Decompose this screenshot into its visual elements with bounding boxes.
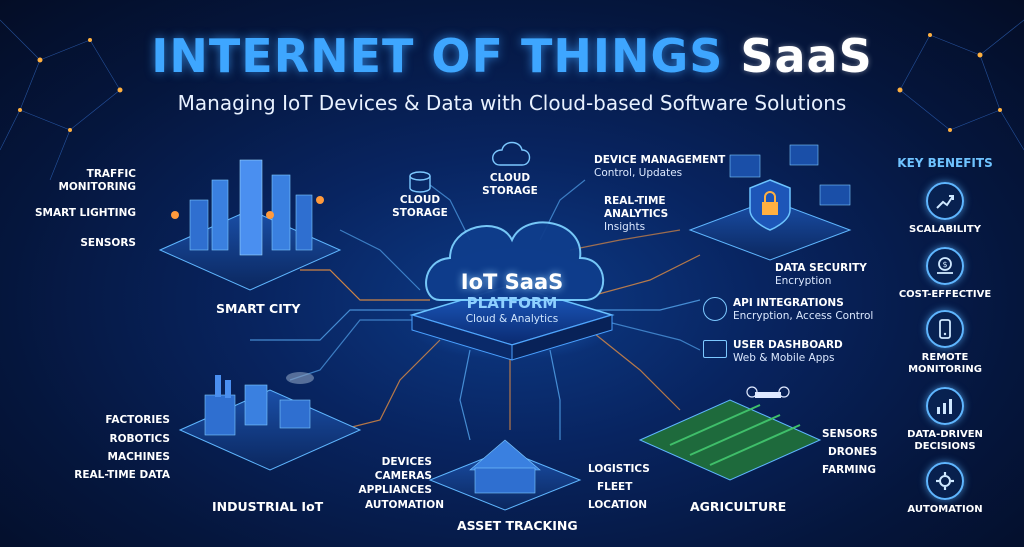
asset-item-fleet: FLEET <box>597 481 633 493</box>
benefit-scalability: SCALABILITY <box>885 182 1005 236</box>
benefit-automation: AUTOMATION <box>885 462 1005 516</box>
label-user-dashboard-sub: Web & Mobile Apps <box>733 352 835 364</box>
page-subtitle: Managing IoT Devices & Data with Cloud-b… <box>177 91 847 115</box>
smart-city-item-traffic: TRAFFIC MONITORING <box>58 168 136 193</box>
network-mesh-right <box>899 19 1024 151</box>
label-api-integrations: API INTEGRATIONS <box>733 297 844 309</box>
benefit-cost-effective: $ COST-EFFECTIVE <box>885 247 1005 301</box>
benefit-label: DATA-DRIVEN DECISIONS <box>907 429 983 452</box>
benefit-data-driven: DATA-DRIVEN DECISIONS <box>885 387 1005 453</box>
benefit-label: AUTOMATION <box>907 504 983 515</box>
circuit-traces <box>250 179 701 441</box>
svg-text:$: $ <box>942 260 947 269</box>
title-main: INTERNET OF THINGS <box>151 29 724 83</box>
key-benefits-title: KEY BENEFITS <box>897 156 993 170</box>
api-gear-icon <box>703 297 727 321</box>
asset-item-automation: AUTOMATION <box>365 499 444 511</box>
label-device-management: DEVICE MANAGEMENT <box>594 154 726 166</box>
label-realtime-analytics-sub: Insights <box>604 221 646 233</box>
agriculture-title: AGRICULTURE <box>690 499 787 514</box>
bar-chart-icon <box>926 387 964 425</box>
industrial-item-factories: FACTORIES <box>105 414 170 426</box>
industrial-item-realtime: REAL-TIME DATA <box>74 469 170 481</box>
smartphone-signal-icon <box>926 310 964 348</box>
network-mesh-left <box>0 19 121 181</box>
agriculture-block <box>638 386 822 481</box>
benefit-label: COST-EFFECTIVE <box>898 289 992 300</box>
agri-item-drones: DRONES <box>828 446 878 458</box>
industrial-item-machines: MACHINES <box>107 451 171 463</box>
growth-chart-icon <box>926 182 964 220</box>
cloud-storage-icons <box>409 141 531 193</box>
label-realtime-analytics: REAL-TIME ANALYTICS <box>604 195 669 220</box>
label-cloud-storage-top: CLOUD STORAGE <box>482 172 538 197</box>
industrial-item-robotics: ROBOTICS <box>109 433 170 445</box>
dashboard-monitor-icon <box>703 340 727 358</box>
platform-label: IoT SaaS PLATFORM Cloud & Analytics <box>432 270 592 326</box>
page-title: INTERNET OF THINGS SaaS <box>0 30 1024 82</box>
label-cloud-storage-left: CLOUD STORAGE <box>392 194 448 219</box>
industrial-block <box>178 372 362 471</box>
agri-item-farming: FARMING <box>822 464 876 476</box>
asset-item-cameras: CAMERAS <box>374 470 432 482</box>
asset-item-appliances: APPLIANCES <box>358 484 432 496</box>
coin-hand-icon: $ <box>926 247 964 285</box>
agri-item-sensors: SENSORS <box>822 428 878 440</box>
platform-line3: Cloud & Analytics <box>465 313 559 325</box>
label-data-security: DATA SECURITY <box>775 262 867 274</box>
asset-item-logistics: LOGISTICS <box>588 463 650 475</box>
label-user-dashboard: USER DASHBOARD <box>733 339 843 351</box>
asset-tracking-title: ASSET TRACKING <box>457 518 578 533</box>
asset-item-devices: DEVICES <box>381 456 432 468</box>
data-security-block <box>688 144 852 261</box>
gear-icon <box>926 462 964 500</box>
title-saas: SaaS <box>740 29 873 83</box>
central-cloud-platform <box>409 221 615 361</box>
label-api-integrations-sub: Encryption, Access Control <box>733 310 874 322</box>
smart-city-block <box>158 159 342 291</box>
label-device-management-sub: Control, Updates <box>594 167 683 179</box>
label-data-security-sub: Encryption <box>775 275 832 287</box>
platform-line2: PLATFORM <box>466 294 558 312</box>
platform-line1: IoT SaaS <box>460 270 564 294</box>
industrial-title: INDUSTRIAL IoT <box>212 499 324 514</box>
network-nodes <box>18 33 1002 132</box>
smart-city-item-sensors: SENSORS <box>80 237 136 249</box>
benefit-label: SCALABILITY <box>909 224 981 235</box>
benefit-label: REMOTE MONITORING <box>908 352 982 375</box>
asset-item-location: LOCATION <box>588 499 648 511</box>
smart-city-title: SMART CITY <box>216 301 301 316</box>
asset-tracking-block <box>428 439 582 511</box>
smart-city-item-lighting: SMART LIGHTING <box>34 207 136 219</box>
benefit-remote-monitoring: REMOTE MONITORING <box>885 310 1005 376</box>
